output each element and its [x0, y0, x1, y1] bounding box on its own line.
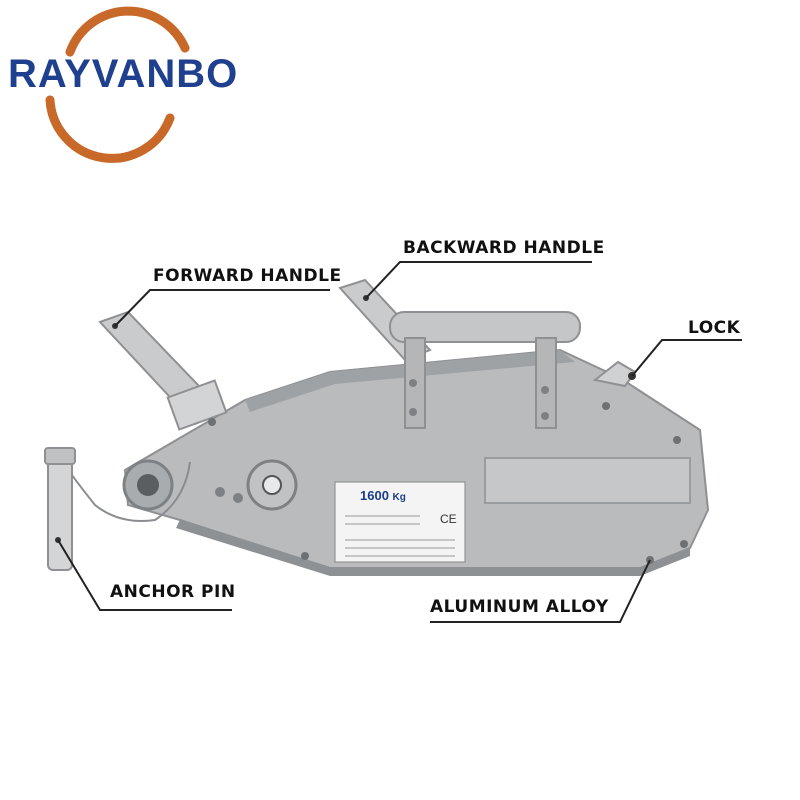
label-forward-handle: FORWARD HANDLE [153, 266, 342, 286]
rating-plate [334, 481, 466, 563]
brand-logo: RAYVANBO [8, 52, 239, 96]
plate-capacity-unit: Kg [392, 492, 406, 503]
bolts [208, 402, 688, 564]
plate-capacity: 1600 Kg [360, 488, 406, 503]
label-lock: LOCK [688, 318, 741, 338]
logo-arcs [45, 6, 190, 163]
winch-body [123, 348, 710, 576]
backward-handle [338, 278, 581, 429]
leader-lines [57, 261, 742, 623]
anchor-pin [44, 447, 76, 571]
plate-capacity-value: 1600 [360, 488, 389, 503]
forward-handle [98, 310, 228, 431]
label-anchor-pin: ANCHOR PIN [110, 582, 236, 602]
label-backward-handle: BACKWARD HANDLE [403, 238, 605, 258]
anchor-chain [64, 461, 191, 522]
label-aluminum-alloy: ALUMINUM ALLOY [430, 597, 609, 617]
rope-guide [122, 459, 298, 511]
embossed-panel [484, 457, 691, 504]
plate-ce-mark: CE [440, 512, 457, 526]
